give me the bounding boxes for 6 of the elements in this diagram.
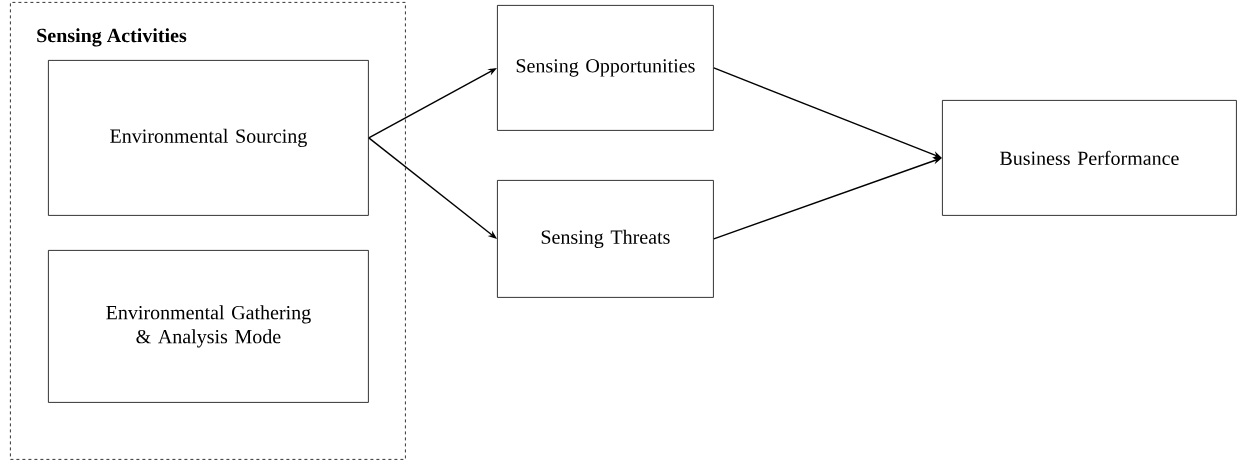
process-box: Environmental Sourcing (48, 60, 369, 216)
process-box: Environmental Gathering & Analysis Mode (48, 250, 369, 403)
arrow (368, 137, 497, 239)
process-box: Sensing Threats (497, 180, 714, 298)
process-box: Sensing Opportunities (497, 5, 714, 131)
process-box: Business Performance (942, 100, 1237, 216)
